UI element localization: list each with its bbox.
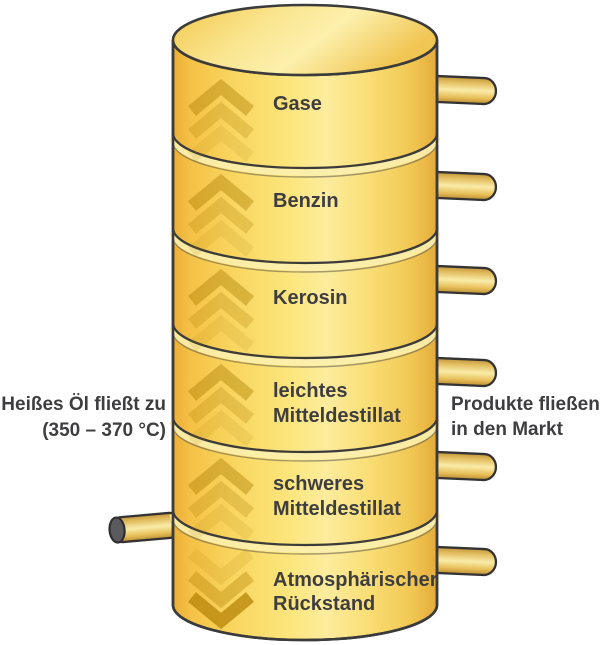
boundary-3 <box>169 322 441 368</box>
right-annotation-line2: in den Markt <box>451 419 564 440</box>
column-outline <box>171 40 439 642</box>
column-top-lid <box>171 3 439 77</box>
boundary-1 <box>169 132 441 178</box>
section-label-schweres-2: Mitteldestillat <box>273 498 401 520</box>
inlet-pipe-mouth <box>108 516 126 544</box>
left-annotation: Heißes Öl fließt zu (350 – 370 °C) <box>1 394 166 441</box>
section-label-rueckstand-1: Atmosphärischer <box>273 569 438 591</box>
section-labels: Gase Benzin Kerosin leichtes Mitteldesti… <box>273 93 438 615</box>
right-annotation: Produkte fließen in den Markt <box>451 394 600 440</box>
section-label-schweres-1: schweres <box>273 473 364 495</box>
right-annotation-line1: Produkte fließen <box>451 394 600 415</box>
section-label-kerosin: Kerosin <box>273 287 347 309</box>
section-boundaries <box>169 132 441 555</box>
boundary-2 <box>169 227 441 273</box>
section-label-leichtes-1: leichtes <box>273 380 347 402</box>
section-label-leichtes-2: Mitteldestillat <box>273 405 401 427</box>
section-label-benzin: Benzin <box>273 190 339 212</box>
boundary-4 <box>169 416 441 462</box>
left-annotation-line2: (350 – 370 °C) <box>42 420 166 441</box>
left-annotation-line1: Heißes Öl fließt zu <box>1 394 166 415</box>
section-label-rueckstand-2: Rückstand <box>273 593 375 615</box>
section-label-gase: Gase <box>273 93 322 115</box>
boundary-5 <box>169 509 441 555</box>
